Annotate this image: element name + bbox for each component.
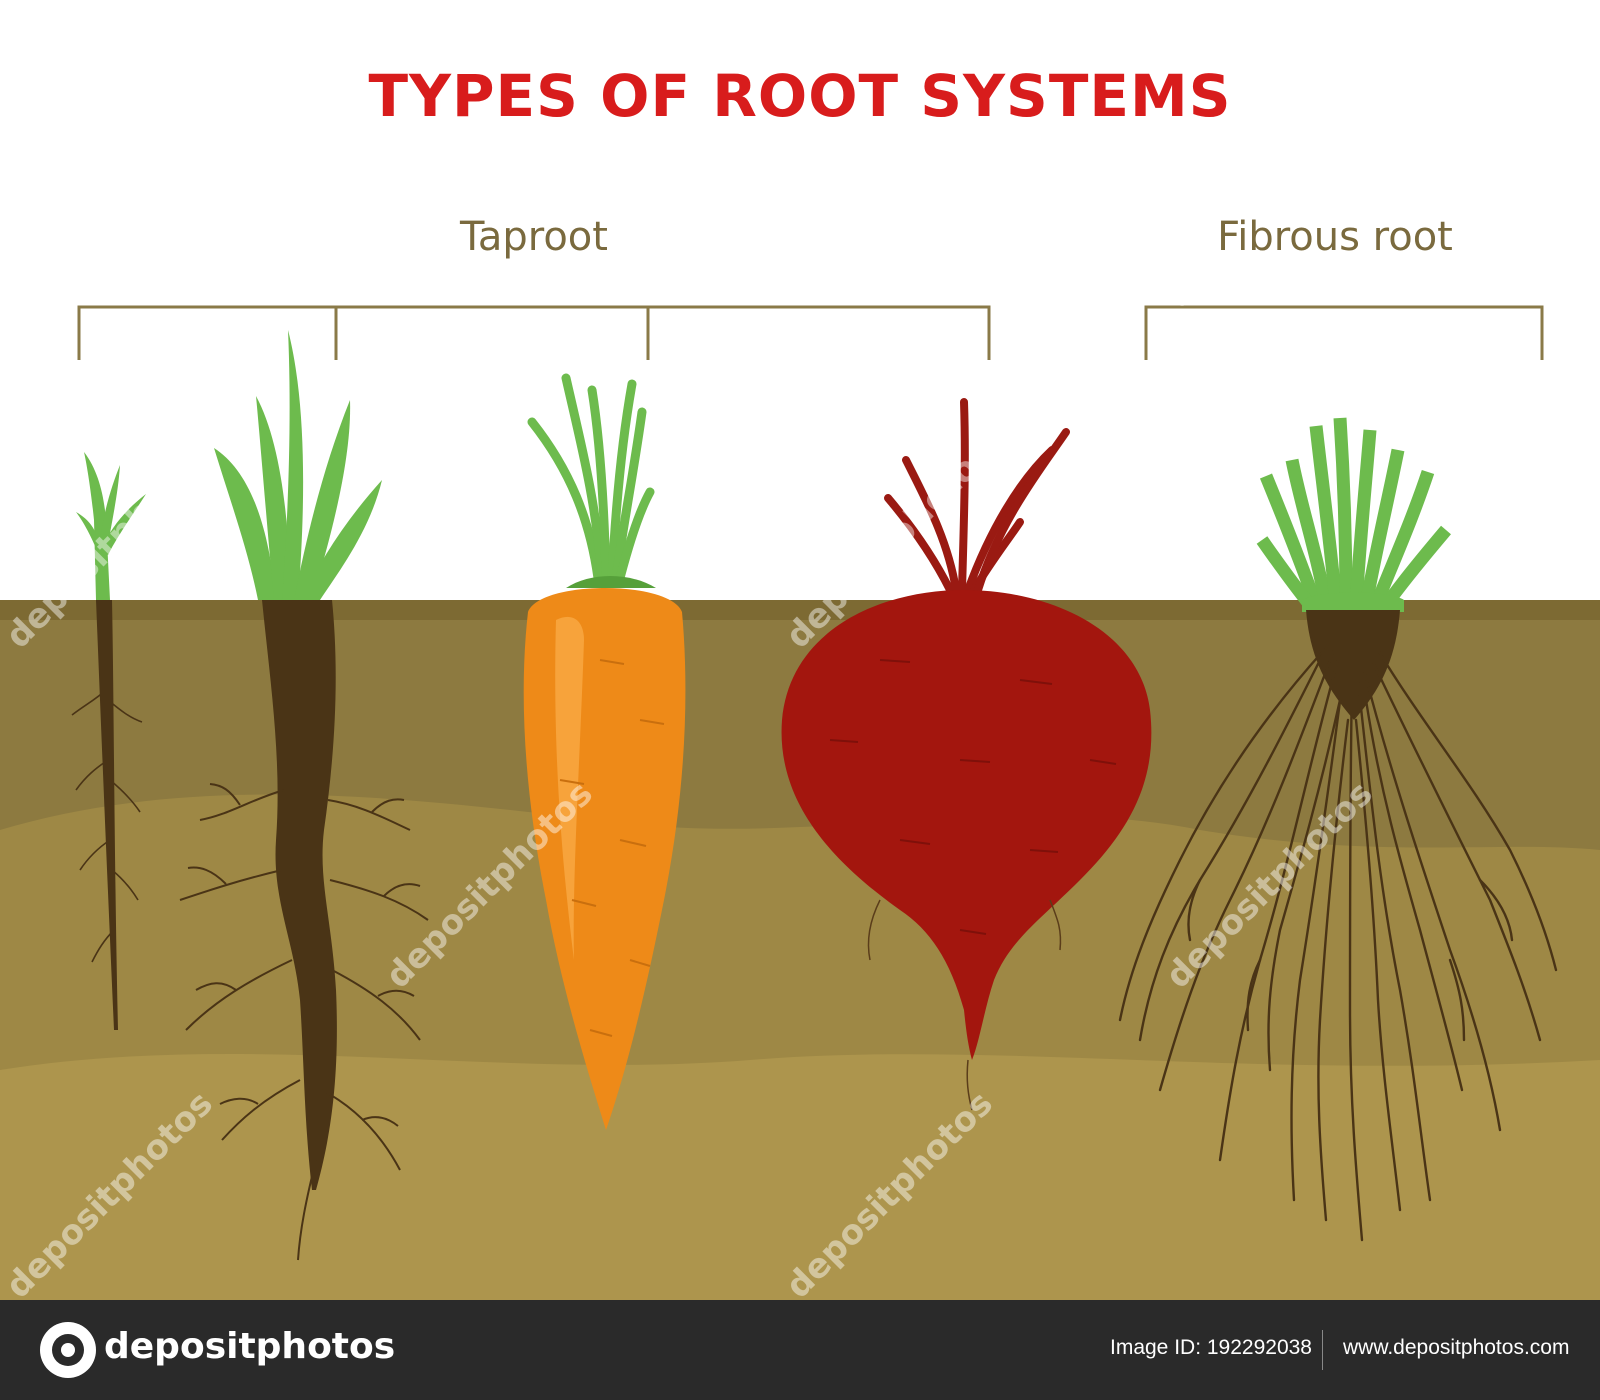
diagram-title: TYPES OF ROOT SYSTEMS	[368, 62, 1232, 130]
image-id-text: Image ID: 192292038	[1110, 1336, 1312, 1359]
footer-logo-text: depositphotos	[104, 1326, 396, 1367]
fibrous-root-label: Fibrous root	[1217, 214, 1453, 260]
camera-logo-icon	[40, 1322, 96, 1378]
dandelion-rootlets	[179, 783, 429, 1261]
beet-rootlets	[867, 899, 1062, 1111]
soil	[0, 600, 1600, 1300]
footer-divider	[1322, 1330, 1323, 1370]
plant-dandelion	[179, 330, 429, 1261]
footer-bar: depositphotos Image ID: 192292038 www.de…	[0, 1300, 1600, 1400]
seedling-taproot	[96, 600, 118, 1030]
carrot-crown	[566, 576, 656, 588]
carrot-leaves	[527, 373, 655, 583]
carrot-highlight	[555, 616, 584, 960]
seedling-rootlets	[71, 689, 143, 963]
plant-carrot	[523, 373, 686, 1130]
carrot-rings	[559, 659, 665, 1037]
fibrous-roots	[1118, 638, 1558, 1242]
grass-root-base	[1306, 610, 1400, 720]
plant-grass	[1118, 417, 1558, 1242]
soil-bottom-layer	[0, 1053, 1600, 1300]
seedling-leaves	[76, 452, 146, 600]
beet-root-body	[781, 590, 1152, 1060]
diagram: depositphotos depositphotos depositphoto…	[0, 62, 1600, 1300]
beet-markings	[829, 659, 1117, 935]
plant-seedling	[71, 452, 146, 1030]
taproot-bracket	[77, 305, 991, 360]
site-url-link[interactable]: www.depositphotos.com	[1343, 1336, 1570, 1359]
dandelion-leaves	[214, 330, 382, 600]
dandelion-taproot	[262, 600, 337, 1190]
grass-crown	[1302, 592, 1404, 612]
fibrous-root-bracket	[1144, 305, 1544, 360]
plant-beet	[781, 398, 1152, 1111]
taproot-label: Taproot	[460, 214, 608, 260]
soil-surface-band	[0, 600, 1600, 622]
beet-stems	[884, 398, 1070, 594]
root-systems-illustration: depositphotos depositphotos depositphoto…	[0, 305, 1600, 1300]
grass-leaves	[1256, 417, 1451, 610]
